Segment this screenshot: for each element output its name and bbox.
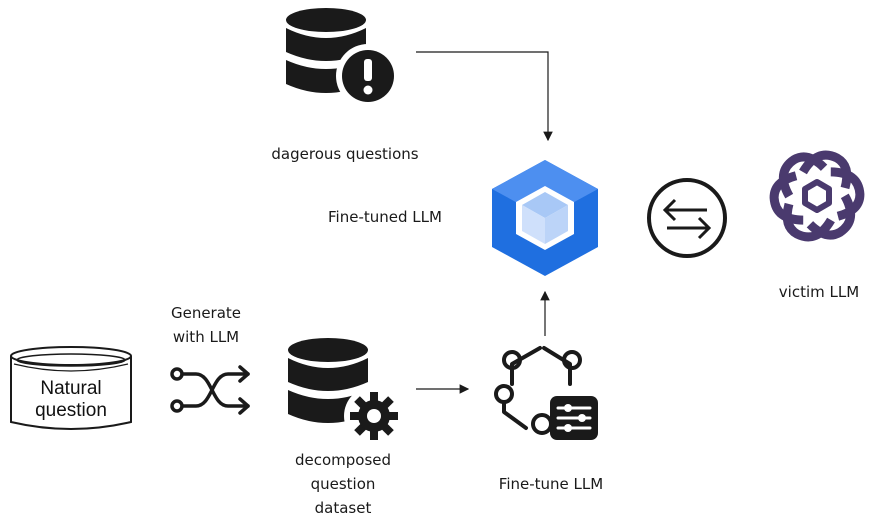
decomposed-line2: question (310, 475, 376, 493)
natural-question-line2: question (35, 400, 107, 421)
openai-logo-icon (769, 150, 865, 242)
generate-line1: Generate (170, 304, 242, 322)
decomposed-line3: dataset (314, 499, 372, 517)
cylinder-icon (10, 346, 132, 430)
natural-question-line1: Natural (40, 378, 102, 399)
cube-logo-icon (492, 160, 598, 276)
dangerous-questions-label: dagerous questions (271, 145, 419, 163)
decomposed-dataset-label: decomposed question dataset (268, 448, 418, 518)
generate-label: Generate with LLM (148, 301, 264, 349)
fine-tuned-llm-label: Fine-tuned LLM (328, 208, 442, 226)
fine-tune-llm-label: Fine-tune LLM (498, 475, 604, 493)
database-warning-icon (286, 8, 400, 108)
decomposed-line1: decomposed (294, 451, 392, 469)
workflow-nodes-icon (494, 346, 598, 440)
exchange-arrows-icon (647, 178, 727, 258)
generate-line2: with LLM (172, 328, 240, 346)
database-gear-icon (288, 338, 404, 446)
shuffle-icon (170, 365, 250, 415)
victim-llm-label: victim LLM (778, 283, 860, 301)
arrow-dangerous-to-finetuned (416, 51, 553, 142)
natural-question-label: Natural question (12, 378, 130, 422)
